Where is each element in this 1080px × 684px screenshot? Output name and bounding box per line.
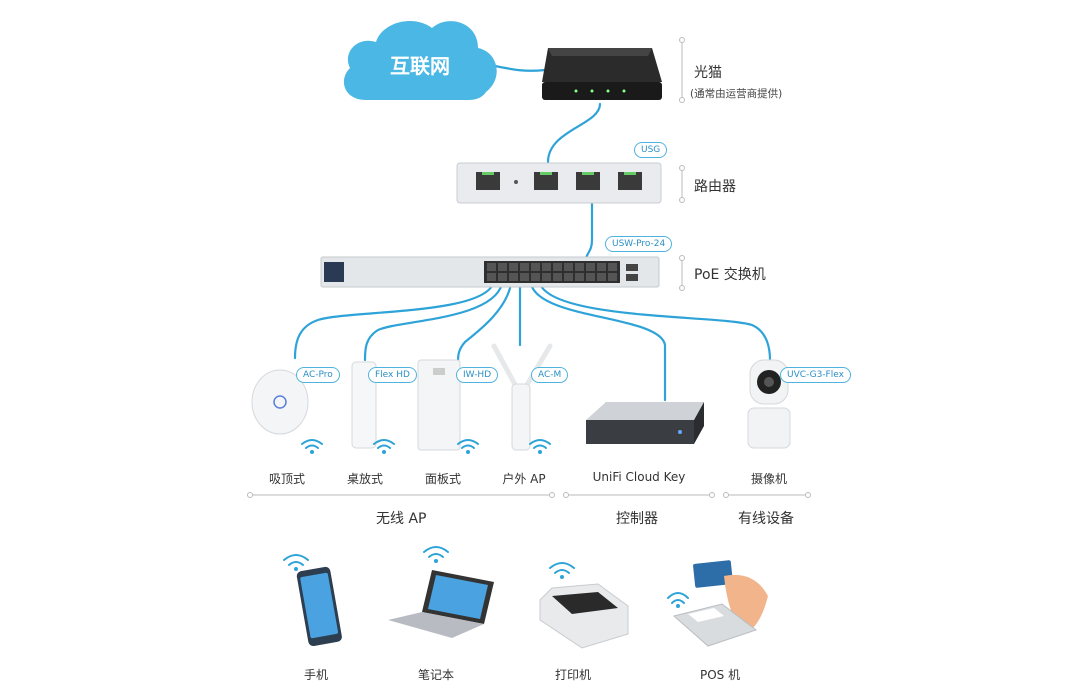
device-tag-iw-hd: IW-HD: [456, 367, 499, 383]
wire-switch-flexhd: [363, 282, 504, 362]
wire-router-switch: [584, 202, 594, 260]
wire-switch-acpro: [293, 282, 495, 360]
ceiling-ap-icon: [251, 369, 309, 435]
printer-icon: [539, 562, 629, 649]
wire-switch-camera: [538, 282, 772, 362]
device-tag-flex-hd: Flex HD: [368, 367, 417, 383]
group-label-wireless-ap: 无线 AP: [376, 511, 427, 527]
client-label-printer: 打印机: [555, 668, 592, 682]
device-tag-uvc-g3-flex: UVC-G3-Flex: [780, 367, 851, 383]
internet-label: 互联网: [390, 54, 450, 78]
device-tag-ac-m: AC-M: [531, 367, 569, 383]
client-label-laptop: 笔记本: [418, 668, 455, 682]
wall-panel-ap-icon: [417, 359, 461, 451]
device-label-camera: 摄像机: [750, 472, 787, 486]
laptop-icon: [388, 546, 494, 638]
wifi-icon: [301, 439, 323, 454]
client-label-phone: 手机: [304, 668, 329, 682]
wire-switch-iwhd: [456, 282, 513, 364]
switch-label: PoE 交换机: [694, 267, 766, 283]
switch-tag: USW-Pro-24: [605, 236, 673, 252]
device-label-desktop: 桌放式: [346, 472, 383, 486]
wire-modem-router: [546, 102, 602, 164]
cloud-icon: [343, 20, 497, 100]
wifi-icon: [529, 439, 551, 454]
device-label-ceiling: 吸顶式: [268, 472, 305, 486]
pos-terminal-icon: [667, 560, 768, 647]
camera-icon: [747, 359, 791, 449]
modem-icon: [542, 48, 662, 100]
group-label-controller: 控制器: [616, 511, 658, 527]
desktop-ap-icon: [351, 361, 377, 449]
wire-switch-cloudkey: [529, 282, 667, 402]
wifi-icon: [457, 439, 479, 454]
group-label-wired: 有线设备: [738, 511, 794, 527]
cloud-key-icon: [586, 402, 704, 444]
device-label-cloud-key: UniFi Cloud Key: [592, 470, 686, 484]
wire-internet-modem: [493, 64, 547, 72]
device-label-outdoor: 户外 AP: [502, 472, 546, 486]
wifi-icon: [373, 439, 395, 454]
phone-icon: [283, 554, 342, 647]
modem-label: 光猫: [694, 65, 722, 81]
modem-note: (通常由运营商提供): [690, 88, 783, 100]
router-label: 路由器: [694, 179, 736, 195]
device-tag-ac-pro: AC-Pro: [296, 367, 340, 383]
client-label-pos: POS 机: [700, 668, 741, 682]
device-label-panel: 面板式: [424, 472, 461, 486]
switch-icon: [320, 256, 660, 288]
router-tag: USG: [634, 142, 668, 158]
router-icon: [456, 162, 662, 204]
